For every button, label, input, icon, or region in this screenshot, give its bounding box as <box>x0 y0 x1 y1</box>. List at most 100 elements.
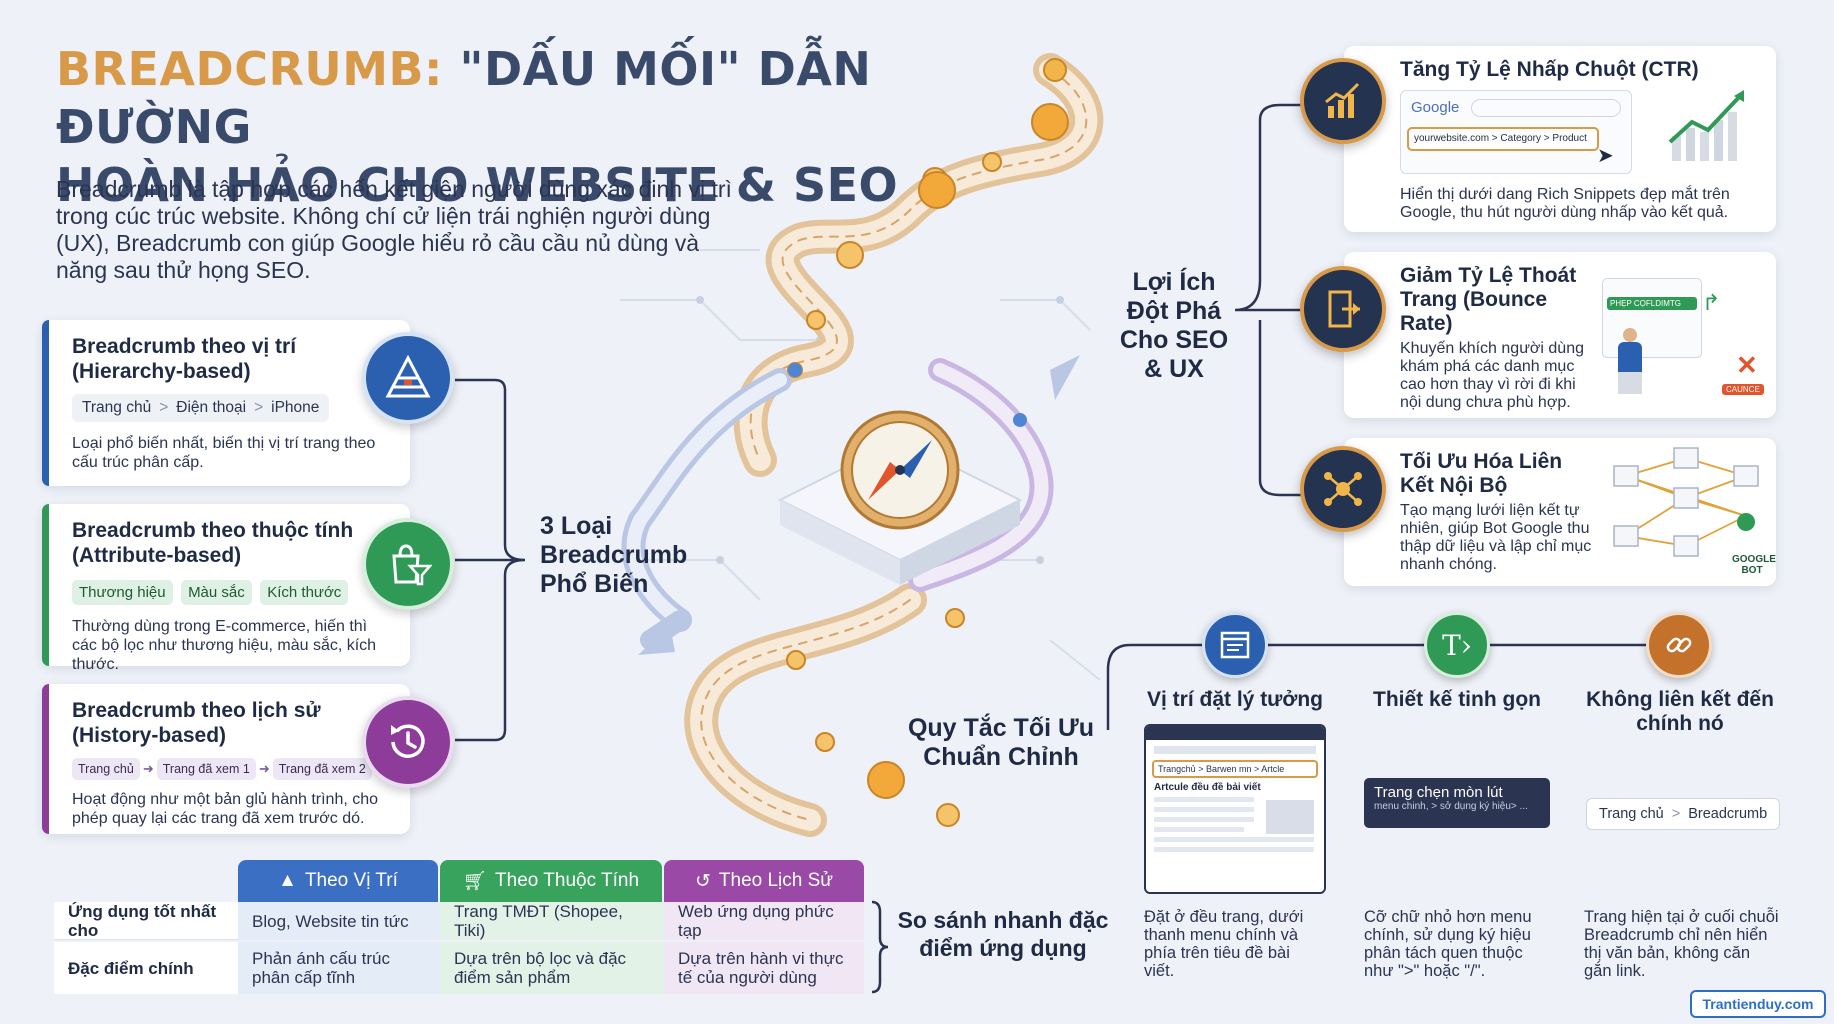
rule-desc: Đặt ở đều trang, dưới thanh menu chính v… <box>1144 908 1304 980</box>
pyramid-icon: ▲ <box>278 870 297 891</box>
rule-desc: Trang hiện tại ở cuối chuỗi Breadcrumb c… <box>1584 908 1779 980</box>
mock-nav <box>1154 746 1316 754</box>
close-icon: ✕ <box>1736 350 1758 380</box>
pyramid-icon <box>362 332 454 424</box>
type-card-hierarchy: Breadcrumb theo vị trí (Hierarchy-based)… <box>42 320 410 486</box>
table-cell: Web ứng dụng phức tạp <box>664 902 864 940</box>
compact-design-mock: Trang chẹn mòn lút menu chinh, > sở dụng… <box>1364 778 1550 828</box>
card-accent-bar <box>42 684 49 834</box>
exit-door-icon <box>1300 266 1386 352</box>
rules-section-label: Quy Tắc Tối Ưu Chuẩn Chỉnh <box>907 714 1095 771</box>
illus-label: PHẸP CỌFLDIMTG <box>1607 297 1697 310</box>
type-card-desc: Loại phổ biến nhất, biến thị vị trí tran… <box>72 435 376 471</box>
table-cell: Dựa trên bộ lọc và đặc điểm sản phẩm <box>440 942 664 994</box>
table-header-position: ▲ Theo Vị Trí <box>238 860 438 902</box>
history-item: Trang đã xem 1 <box>156 758 256 780</box>
card-accent-bar <box>42 320 49 486</box>
arrow-right-icon: ➜ <box>258 761 270 776</box>
type-card-desc: Hoạt động như một bản glủ hành trình, ch… <box>72 791 379 827</box>
crumb-item: Trang chủ <box>82 399 152 416</box>
mock-lines <box>1154 797 1316 852</box>
placement-page-mock: Trangchủ > Barwen mn > Artcle Artcule đề… <box>1144 724 1326 894</box>
benefits-connector <box>1234 103 1308 497</box>
benefit-card-bounce: Giảm Tỷ Lệ Thoát Trang (Bounce Rate) Khu… <box>1344 252 1776 418</box>
link-network-illustration <box>1613 447 1759 557</box>
arrow-right-icon: ➜ <box>142 761 154 776</box>
history-clock-icon <box>362 696 454 788</box>
row-label: Đặc điểm chính <box>54 942 238 994</box>
mock-heading: Artcule đều đề bải viết <box>1154 782 1261 793</box>
type-card-desc: Thường dùng trong E-commerce, hiến thì c… <box>72 618 377 673</box>
row-label: Ứng dụng tốt nhất cho <box>54 902 238 940</box>
attribute-tag: Kích thước <box>260 580 349 605</box>
center-road-illustration <box>621 53 1104 837</box>
column-label: Theo Lịch Sử <box>718 870 834 891</box>
history-icon: ↺ <box>694 870 711 892</box>
crumb-item: Trang chủ <box>1599 806 1664 822</box>
google-bot-label: GOOGLE BOT <box>1732 554 1776 576</box>
types-connector <box>455 378 526 742</box>
title-line2: HOÀN HẢO CHO WEBSITE & SEO <box>56 158 899 212</box>
table-cell: Blog, Website tin tức <box>238 902 440 940</box>
google-serp-mock: Google yourwebsite.com > Category > Prod… <box>1400 90 1632 174</box>
site-watermark-link[interactable]: Trantienduy.com <box>1690 990 1826 1018</box>
table-row: Đặc điểm chính Phản ánh cấu trúc phân cấ… <box>54 942 864 994</box>
benefit-title: Giảm Tỷ Lệ Thoát Trang (Bounce Rate) <box>1400 264 1577 335</box>
growth-chart-illustration <box>1668 90 1744 161</box>
no-self-link-crumb: Trang chủ> Breadcrumb <box>1586 798 1781 830</box>
crumb-separator: > <box>254 399 264 416</box>
cursor-icon: ➤ <box>1597 145 1614 167</box>
mock-box-sub: menu chinh, > sở dụng ký hiệu> ... <box>1374 801 1528 812</box>
cart-icon: 🛒︎ <box>462 871 488 892</box>
cancel-badge: CAUNCE <box>1722 384 1764 395</box>
type-card-title: Breadcrumb theo thuộc tính (Attribute-ba… <box>72 519 354 567</box>
arrows <box>638 355 1080 655</box>
compass-icon <box>840 410 960 530</box>
rule-title: Vị trí đặt lý tưởng <box>1147 688 1323 711</box>
benefit-title: Tối Ưu Hóa Liên Kết Nội Bộ <box>1400 450 1563 497</box>
snippet-text: yourwebsite.com > Category > Product <box>1414 133 1587 144</box>
search-bar <box>1471 99 1621 117</box>
shopping-bag-filter-icon <box>362 518 454 610</box>
history-item: Trang đã xem 2 <box>272 758 372 780</box>
text-size-icon: T› <box>1424 612 1490 678</box>
column-label: Theo Thuộc Tính <box>495 870 640 891</box>
benefit-card-ctr: Tăng Tỷ Lệ Nhấp Chuột (CTR) Google yourw… <box>1344 46 1776 232</box>
rules-connector <box>1106 643 1690 730</box>
mock-box-title: Trang chẹn mòn lút <box>1374 784 1503 801</box>
column-label: Theo Vị Trí <box>304 870 398 891</box>
attribute-tags: Thương hiệu Màu sắc Kích thước <box>72 580 392 605</box>
layout-icon <box>1202 612 1268 678</box>
hierarchy-crumb-example: Trang chủ> Điện thoại> iPhone <box>72 394 330 422</box>
history-crumb-example: Trang chủ➜ Trang đã xem 1➜ Trang đã xem … <box>72 758 372 780</box>
table-cell: Trang TMĐT (Shopee, Tiki) <box>440 902 664 940</box>
attribute-tag: Màu sắc <box>181 580 252 605</box>
table-header-attribute: 🛒︎ Theo Thuộc Tính <box>440 860 662 902</box>
crumb-item: Điện thoại <box>176 399 247 416</box>
card-accent-bar <box>42 504 49 666</box>
crumb-item-current: Breadcrumb <box>1688 806 1768 822</box>
text-size-glyph: T› <box>1442 628 1472 662</box>
title-line1: "DẤU MỐI" DẪN ĐƯỜNG <box>56 42 872 154</box>
google-logo: Google <box>1411 99 1460 116</box>
person-figure <box>1618 328 1642 394</box>
type-card-title: Breadcrumb theo lịch sử (History-based) <box>72 699 321 747</box>
table-cell: Dựa trên hành vi thực tế của người dùng <box>664 942 864 994</box>
type-card-attribute: Breadcrumb theo thuộc tính (Attribute-ba… <box>42 504 410 673</box>
comparison-label: So sánh nhanh đặc điểm ứng dụng <box>897 907 1109 961</box>
mock-crumb: Trangchủ > Barwen mn > Artcle <box>1152 760 1318 778</box>
link-icon <box>1646 612 1712 678</box>
benefits-section-label: Lợi Ích Đột Phá Cho SEO & UX <box>1119 268 1229 383</box>
comparison-brace <box>871 900 889 994</box>
network-nodes-icon <box>1300 446 1386 532</box>
benefit-desc: Hiển thị dưới dang Rich Snippets đẹp mắt… <box>1400 186 1730 221</box>
browser-window: PHẸP CỌFLDIMTG <box>1602 278 1702 358</box>
history-item: Trang chủ <box>72 758 140 780</box>
type-card-title: Breadcrumb theo vị trí (Hierarchy-based) <box>72 335 297 383</box>
rule-title: Không liên kết đến chính nó <box>1586 688 1774 735</box>
benefit-desc: Khuyến khích người dùng khám phá các dan… <box>1400 340 1584 411</box>
benefit-desc: Tạo mạng lưới liện kết tự nhiên, giúp Bo… <box>1400 502 1592 573</box>
type-card-history: Breadcrumb theo lịch sử (History-based) … <box>42 684 410 834</box>
benefit-title: Tăng Tỷ Lệ Nhấp Chuột (CTR) <box>1400 58 1699 81</box>
